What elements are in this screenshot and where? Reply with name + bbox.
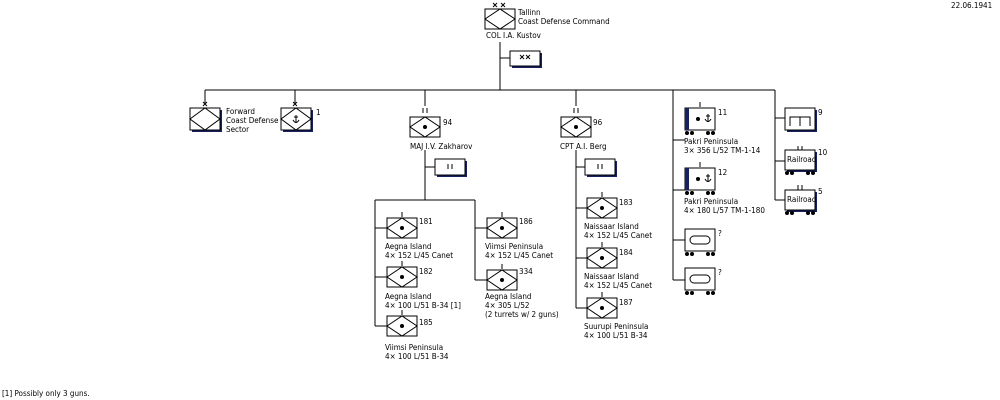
hq-commander: COL I.A. Kustov [486,31,541,40]
rail-wheels-icon [685,191,715,195]
unit-5-label: Railroad [787,195,817,204]
rail-wheels-icon [785,211,815,215]
hq-title: Tallinn Coast Defense Command [518,8,610,26]
unit-5-number: 5 [818,187,823,196]
unit-185-label: Viimsi Peninsula 4× 100 L/51 B-34 [385,343,449,361]
unit-11-label: Pakri Peninsula 3× 356 L/52 TM-1-14 [684,137,761,155]
unit-186-label: Viimsi Peninsula 4× 152 L/45 Canet [485,242,554,260]
anchor-icon [292,115,300,123]
unit-10-label: Railroad [787,155,817,164]
unit-182-number: 182 [419,267,433,276]
unit-1-symbol [280,101,313,132]
hq-symbol [484,2,516,30]
unit-182-symbol [386,261,418,288]
unit-12-label: Pakri Peninsula 4× 180 L/57 TM-1-180 [684,197,765,215]
unit-96-number: 96 [593,118,603,127]
unit-182-label: Aegna Island 4× 100 L/51 B-34 [1] [385,292,461,310]
unit-187-number: 187 [619,298,633,307]
rail-wheels-icon [685,131,715,135]
unit-334-number: 334 [519,267,533,276]
unit-185-symbol [386,310,418,337]
unit-94-commander: MAJ I.V. Zakharov [410,142,473,151]
unit-5-symbol [784,185,817,215]
unit-11-number: 11 [718,108,728,117]
unit-185-number: 185 [419,318,433,327]
unit-q2-number: ? [718,268,722,277]
unit-186-number: 186 [519,217,533,226]
unit-186-symbol [486,212,518,239]
unit-1-number: 1 [316,108,321,117]
unit-94-staff-symbol [434,158,467,177]
unit-10-symbol [784,146,817,175]
unit-183-label: Naissaar Island 4× 152 L/45 Canet [584,222,653,240]
unit-9-number: 9 [818,108,823,117]
anchor-icon [704,114,712,122]
fwd-sector-label: Forward Coast Defense Sector [226,107,279,134]
unit-187-label: Suurupi Peninsula 4× 100 L/51 B-34 [584,322,649,340]
unit-183-number: 183 [619,198,633,207]
unit-187-symbol [586,292,618,319]
unit-12-symbol [684,162,716,195]
hq-staff-symbol [509,50,542,68]
unit-183-symbol [586,192,618,219]
rail-wheels-icon [785,171,815,175]
date-label: 22.06.1941 [951,1,993,10]
unit-184-label: Naissaar Island 4× 152 L/45 Canet [584,272,653,290]
unit-10-number: 10 [818,148,828,157]
unit-334-symbol [486,264,518,291]
unit-184-symbol [586,242,618,269]
unit-181-number: 181 [419,217,433,226]
unit-12-number: 12 [718,168,728,177]
unit-94-symbol [409,108,441,138]
unit-334-label: Aegna Island 4× 305 L/52 (2 turrets w/ 2… [485,292,559,319]
unit-96-commander: CPT A.I. Berg [560,142,607,151]
rail-wheels-icon [685,291,715,295]
unit-181-symbol [386,212,418,239]
unit-96-staff-symbol [584,158,617,177]
anchor-icon [704,174,712,182]
unit-11-symbol [684,102,716,135]
unit-q1-symbol [684,228,716,256]
fwd-sector-symbol [189,101,222,132]
unit-q2-symbol [684,267,716,295]
unit-181-label: Aegna Island 4× 152 L/45 Canet [385,242,454,260]
unit-q1-number: ? [718,229,722,238]
unit-184-number: 184 [619,248,633,257]
footnote: [1] Possibly only 3 guns. [2,389,90,398]
unit-9-symbol [784,107,817,132]
rail-wheels-icon [685,252,715,256]
unit-96-symbol [560,108,592,138]
unit-94-number: 94 [443,118,453,127]
